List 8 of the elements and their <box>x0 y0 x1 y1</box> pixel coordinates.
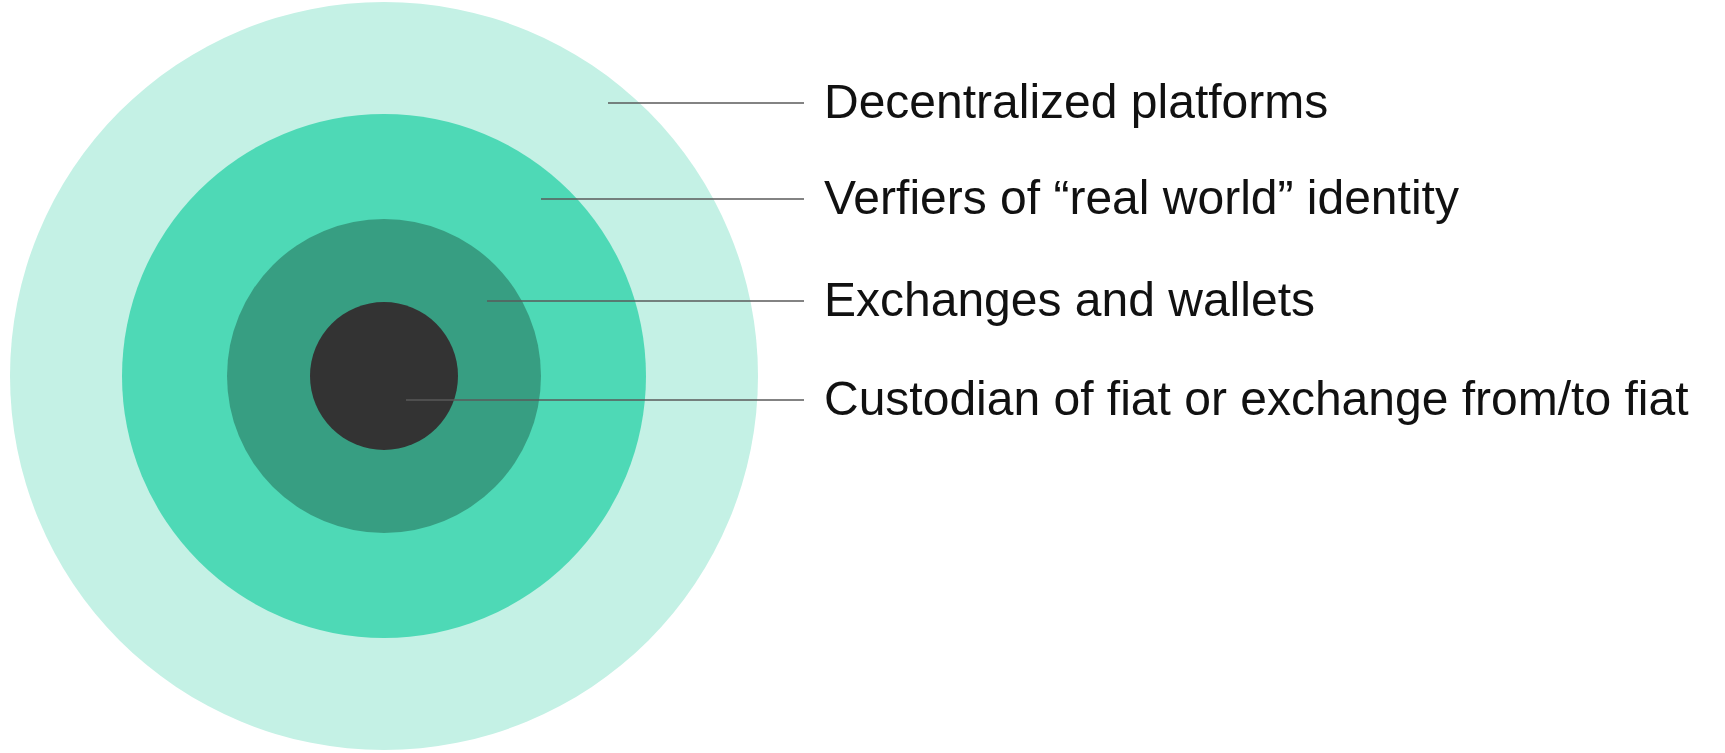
layer-label: Verfiers of “real world” identity <box>824 174 1459 222</box>
leader-line <box>405 399 805 401</box>
leader-line <box>540 198 805 200</box>
leader-line <box>486 300 805 302</box>
leader-line <box>607 102 805 104</box>
layer-label: Decentralized platforms <box>824 78 1329 126</box>
layer-label: Exchanges and wallets <box>824 276 1315 324</box>
layer-label: Custodian of fiat or exchange from/to fiat <box>824 375 1689 423</box>
